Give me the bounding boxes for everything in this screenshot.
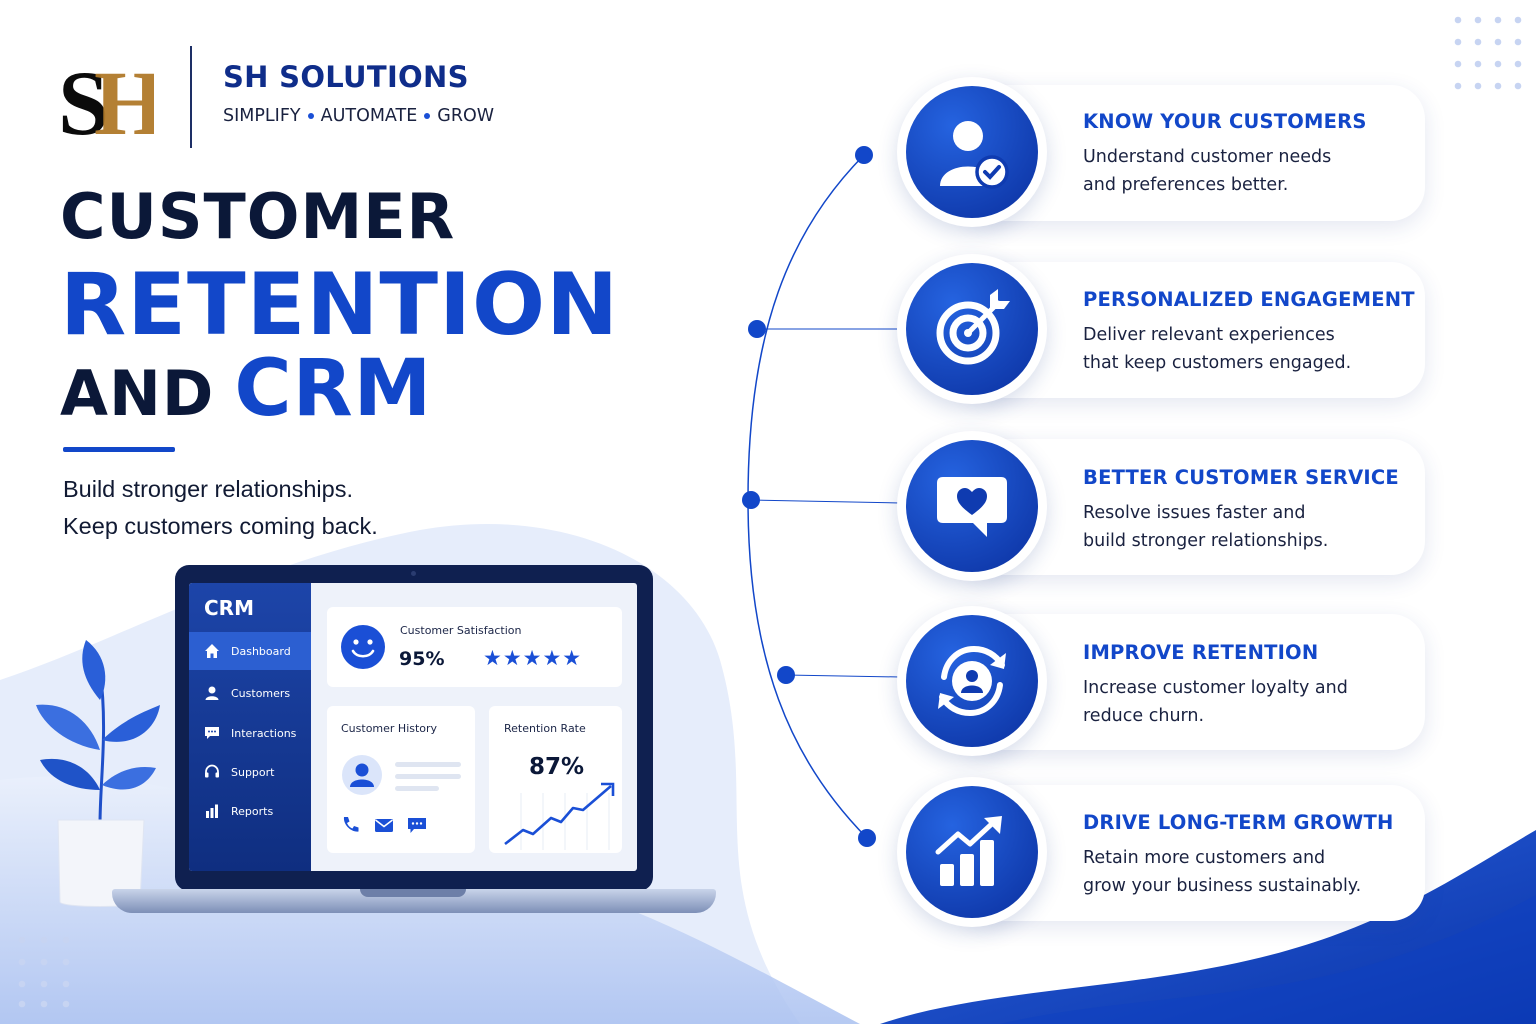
feature-desc-line: that keep customers engaged. <box>1083 353 1352 373</box>
placeholder-line <box>395 774 461 779</box>
subheadline-line-2: Keep customers coming back. <box>63 513 378 539</box>
feature-desc-line: and preferences better. <box>1083 175 1289 195</box>
nav-item-customers[interactable]: Customers <box>189 674 311 712</box>
feature-desc-line: build stronger relationships. <box>1083 531 1329 551</box>
placeholder-line <box>395 786 439 791</box>
retention-rate-card[interactable]: Retention Rate 87% <box>489 706 622 853</box>
feature-icon-badge <box>897 606 1047 756</box>
customer-avatar-icon <box>342 755 382 795</box>
phone-icon <box>343 817 359 832</box>
crm-dashboard: CRM Dashboard Customers Interactions Sup… <box>189 583 637 871</box>
message-icon <box>408 818 426 833</box>
growth-chart-icon <box>935 816 1002 886</box>
retention-label: Retention Rate <box>504 722 586 735</box>
headline-line-2: RETENTION <box>60 255 620 355</box>
smiley-icon <box>341 625 385 669</box>
subheadline-line-1: Build stronger relationships. <box>63 476 353 502</box>
tagline-bullet <box>307 113 314 119</box>
crm-title: CRM <box>204 596 254 620</box>
feature-icon-badge <box>897 431 1047 581</box>
customer-history-card[interactable]: Customer History <box>327 706 475 853</box>
heart-chat-icon <box>937 477 1007 537</box>
feature-icon-badge <box>897 254 1047 404</box>
brand-name: SH SOLUTIONS <box>223 60 469 94</box>
feature-icon-badge <box>897 77 1047 227</box>
crm-sidebar: CRM Dashboard Customers Interactions Sup… <box>189 583 311 871</box>
home-icon <box>203 642 221 660</box>
feature-title: IMPROVE RETENTION <box>1083 641 1319 664</box>
target-icon <box>936 289 1010 365</box>
tagline-word: GROW <box>437 106 495 126</box>
laptop-camera <box>411 571 416 576</box>
history-label: Customer History <box>341 722 438 735</box>
retention-value: 87% <box>529 754 585 780</box>
feature-title: KNOW YOUR CUSTOMERS <box>1083 110 1367 133</box>
nav-label: Interactions <box>231 726 297 740</box>
tagline-bullet <box>424 113 431 119</box>
nav-label: Support <box>231 765 275 779</box>
nav-label: Dashboard <box>231 644 291 658</box>
trend-line-chart <box>504 782 615 850</box>
feature-desc-line: Understand customer needs <box>1083 147 1332 167</box>
feature-desc-line: Deliver relevant experiences <box>1083 325 1335 345</box>
tagline-word: AUTOMATE <box>320 106 418 126</box>
nav-item-reports[interactable]: Reports <box>189 792 311 830</box>
chat-icon <box>203 724 221 742</box>
bar-chart-icon <box>203 802 221 820</box>
feature-title: PERSONALIZED ENGAGEMENT <box>1083 288 1415 311</box>
user-check-icon <box>940 121 1009 189</box>
feature-desc-line: grow your business sustainably. <box>1083 876 1362 896</box>
logo-divider <box>190 46 192 148</box>
tagline-word: SIMPLIFY <box>223 106 301 126</box>
satisfaction-label: Customer Satisfaction <box>400 624 522 637</box>
feature-desc: Deliver relevant experiences that keep cu… <box>1083 321 1403 377</box>
headline-line-1: CUSTOMER <box>60 180 456 253</box>
plant-illustration <box>36 640 160 907</box>
feature-desc: Understand customer needs and preferences… <box>1083 143 1403 199</box>
nav-label: Customers <box>231 686 291 700</box>
nav-item-interactions[interactable]: Interactions <box>189 714 311 752</box>
feature-title: DRIVE LONG-TERM GROWTH <box>1083 811 1394 834</box>
headset-icon <box>203 763 221 781</box>
placeholder-line <box>395 762 461 767</box>
star-rating: ★★★★★ <box>483 646 583 670</box>
feature-desc-line: Resolve issues faster and <box>1083 503 1306 523</box>
svg-text:H: H <box>94 52 154 142</box>
feature-desc-line: Retain more customers and <box>1083 848 1326 868</box>
feature-desc: Increase customer loyalty and reduce chur… <box>1083 674 1403 730</box>
feature-title: BETTER CUSTOMER SERVICE <box>1083 466 1399 489</box>
satisfaction-value: 95% <box>399 648 445 670</box>
brand-logo: S H <box>58 52 154 142</box>
satisfaction-card[interactable]: Customer Satisfaction 95% ★★★★★ <box>327 607 622 687</box>
title-underline <box>63 447 175 452</box>
headline-crm: CRM <box>234 344 433 434</box>
feature-desc-line: Increase customer loyalty and <box>1083 678 1348 698</box>
feature-desc: Resolve issues faster and build stronger … <box>1083 499 1403 555</box>
feature-desc: Retain more customers and grow your busin… <box>1083 844 1403 900</box>
brand-tagline: SIMPLIFY AUTOMATE GROW <box>223 106 494 126</box>
feature-desc-line: reduce churn. <box>1083 706 1205 726</box>
svg-text:S: S <box>58 52 109 142</box>
headline-and: AND <box>60 357 215 430</box>
nav-item-dashboard[interactable]: Dashboard <box>189 632 311 670</box>
user-icon <box>203 684 221 702</box>
laptop-notch <box>360 889 466 897</box>
nav-item-support[interactable]: Support <box>189 753 311 791</box>
feature-icon-badge <box>897 777 1047 927</box>
mail-icon <box>375 819 393 832</box>
nav-label: Reports <box>231 804 274 818</box>
user-cycle-icon <box>938 645 1006 717</box>
